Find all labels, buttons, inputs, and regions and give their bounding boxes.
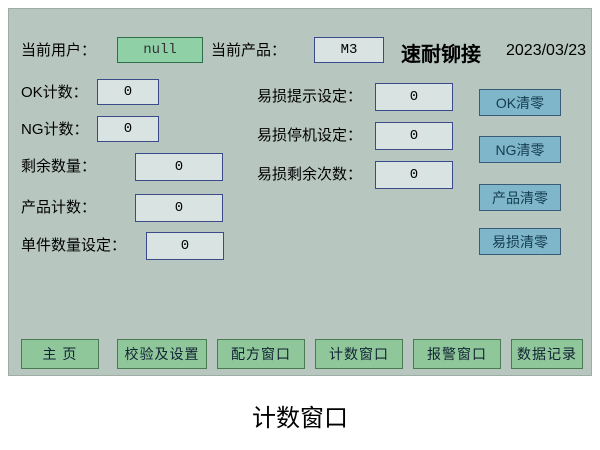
wear-warning-setting-label: 易损提示设定：	[257, 88, 363, 105]
date-display: 2023/03/23	[506, 42, 587, 59]
ng-count-value[interactable]: 0	[97, 116, 159, 142]
hmi-panel: 当前用户： null 当前产品： M3 速耐铆接 2023/03/23 OK计数…	[8, 8, 592, 376]
nav-recipe-window-button[interactable]: 配方窗口	[217, 339, 305, 369]
wear-remaining-count-value[interactable]: 0	[375, 161, 453, 189]
current-user-label: 当前用户：	[21, 42, 97, 59]
wear-stop-setting-label: 易损停机设定：	[257, 127, 363, 144]
current-user-value: null	[117, 37, 203, 63]
unit-qty-setting-label: 单件数量设定：	[21, 237, 127, 254]
nav-data-record-button[interactable]: 数据记录	[511, 339, 583, 369]
remaining-qty-label: 剩余数量：	[21, 158, 97, 175]
ok-reset-button[interactable]: OK清零	[479, 89, 561, 116]
wear-stop-setting-value[interactable]: 0	[375, 122, 453, 150]
ng-reset-button[interactable]: NG清零	[479, 136, 561, 163]
nav-home-button[interactable]: 主 页	[21, 339, 99, 369]
product-count-value[interactable]: 0	[135, 194, 223, 222]
wear-warning-setting-value[interactable]: 0	[375, 83, 453, 111]
nav-calibration-settings-button[interactable]: 校验及设置	[117, 339, 207, 369]
ng-count-label: NG计数：	[21, 121, 89, 138]
nav-alarm-window-button[interactable]: 报警窗口	[413, 339, 501, 369]
product-reset-button[interactable]: 产品清零	[479, 184, 561, 211]
page-title: 速耐铆接	[401, 44, 481, 66]
current-product-label: 当前产品：	[211, 42, 287, 59]
nav-count-window-button[interactable]: 计数窗口	[315, 339, 403, 369]
product-count-label: 产品计数：	[21, 199, 97, 216]
wear-reset-button[interactable]: 易损清零	[479, 228, 561, 255]
unit-qty-setting-value[interactable]: 0	[146, 232, 224, 260]
wear-remaining-count-label: 易损剩余次数：	[257, 166, 363, 183]
remaining-qty-value[interactable]: 0	[135, 153, 223, 181]
ok-count-label: OK计数：	[21, 84, 88, 101]
ok-count-value[interactable]: 0	[97, 79, 159, 105]
window-caption: 计数窗口	[252, 405, 348, 432]
current-product-value: M3	[314, 37, 384, 63]
